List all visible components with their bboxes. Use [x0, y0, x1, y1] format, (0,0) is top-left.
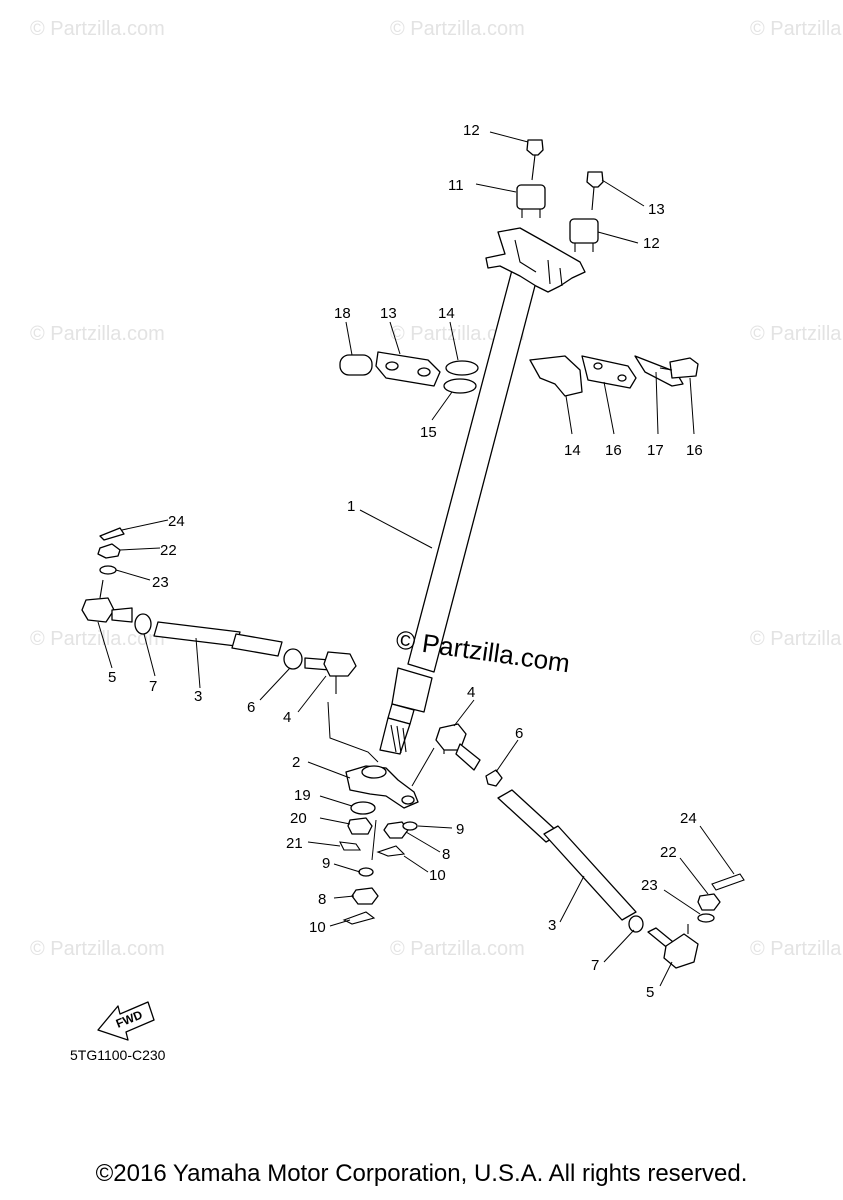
callout-4: 4 — [283, 709, 291, 726]
callouts: 12 11 13 12 18 13 14 15 14 16 17 16 1 24… — [108, 122, 703, 1001]
callout-5: 5 — [108, 669, 116, 686]
callout-16: 16 — [686, 442, 703, 459]
callout-10: 10 — [309, 919, 326, 936]
callout-13: 14 — [564, 442, 581, 459]
callout-12: 13 — [648, 201, 665, 218]
watermark: © Partzilla.com — [750, 18, 843, 40]
watermark: © Partzilla.com — [30, 323, 165, 345]
callout-12: 12 — [463, 122, 480, 139]
callout-21: 21 — [286, 835, 303, 852]
center-watermark: © Partzilla.com — [394, 624, 572, 678]
callout-17: 17 — [647, 442, 664, 459]
watermark: © Partzilla.com — [390, 18, 525, 40]
steering-column — [379, 227, 586, 755]
callout-19: 19 — [294, 787, 311, 804]
callout-14: 14 — [438, 305, 455, 322]
callout-7: 7 — [149, 678, 157, 695]
watermark: © Partzilla.com — [390, 938, 525, 960]
watermark: © Partzilla.com — [750, 938, 843, 960]
callout-15: 16 — [605, 442, 622, 459]
callout-1: 1 — [347, 498, 355, 515]
callout-22: 22 — [660, 844, 677, 861]
fwd-arrow: FWD — [97, 1001, 155, 1041]
callout-24: 24 — [168, 513, 185, 530]
watermark: © Partzilla.com — [30, 628, 165, 650]
watermark: © Partzilla.com — [390, 323, 525, 345]
callout-5: 5 — [646, 984, 654, 1001]
callout-10: 10 — [429, 867, 446, 884]
diagram-code: 5TG1100-C230 — [70, 1047, 166, 1063]
callout-3: 3 — [194, 688, 202, 705]
tie-rod-right — [411, 723, 745, 969]
callout-11: 11 — [448, 177, 464, 194]
callout-14: 15 — [420, 424, 437, 441]
callout-7: 7 — [591, 957, 599, 974]
watermark-grid: © Partzilla.com © Partzilla.com © Partzi… — [30, 18, 843, 960]
callout-6: 6 — [515, 725, 523, 742]
column-holder-assembly — [339, 351, 699, 397]
callout-22: 22 — [160, 542, 177, 559]
callout-24: 24 — [680, 810, 697, 827]
callout-13: 13 — [380, 305, 397, 322]
watermark: © Partzilla.com — [30, 18, 165, 40]
callout-9: 9 — [322, 855, 330, 872]
callout-6: 6 — [247, 699, 255, 716]
callout-8: 8 — [318, 891, 326, 908]
handlebar-clamps — [516, 139, 604, 252]
callout-3: 3 — [548, 917, 556, 934]
callout-11: 12 — [643, 235, 660, 252]
copyright-notice: ©2016 Yamaha Motor Corporation, U.S.A. A… — [95, 1160, 748, 1187]
tie-rod-left — [81, 527, 357, 694]
watermark: © Partzilla.com — [30, 938, 165, 960]
callout-23: 23 — [152, 574, 169, 591]
watermark: © Partzilla.com — [750, 628, 843, 650]
leader-lines — [97, 131, 735, 987]
callout-8: 8 — [442, 846, 450, 863]
callout-23: 23 — [641, 877, 658, 894]
callout-18: 18 — [334, 305, 351, 322]
watermark: © Partzilla.com — [750, 323, 843, 345]
callout-2: 2 — [292, 754, 300, 771]
callout-9: 9 — [456, 821, 464, 838]
callout-20: 20 — [290, 810, 307, 827]
callout-4: 4 — [467, 684, 475, 701]
